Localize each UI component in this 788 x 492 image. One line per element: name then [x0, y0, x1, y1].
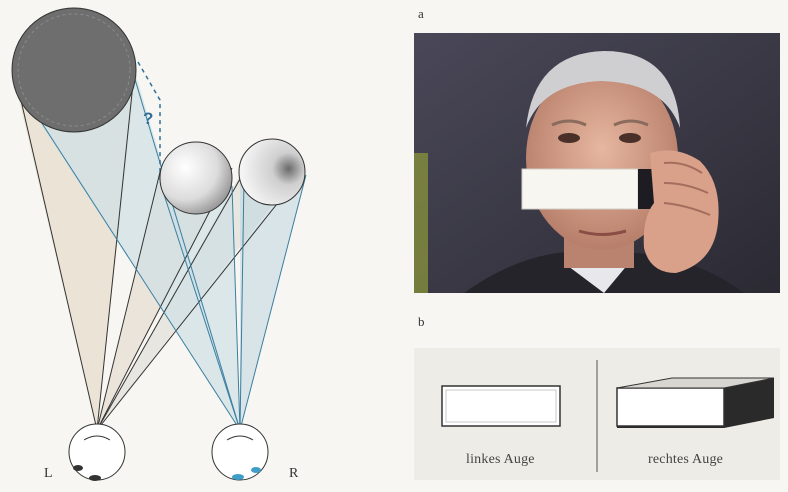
question-mark: ?	[143, 109, 153, 128]
right-eye-label: R	[289, 466, 299, 481]
left-eye-label: L	[44, 466, 53, 481]
right-eye	[211, 423, 269, 481]
dashed-depth-line	[137, 61, 161, 180]
small-sphere-left	[159, 141, 233, 215]
left-eye	[68, 423, 126, 481]
large-distant-sphere	[11, 7, 137, 133]
photo-illustration	[414, 33, 780, 293]
left-right-eye-view-panel: linkes Auge rechtes Auge	[414, 348, 780, 480]
small-sphere-right	[238, 138, 306, 206]
left-eye-card-view	[441, 385, 561, 427]
photo-man-holding-card	[414, 33, 780, 293]
panel-a-label: a	[418, 6, 424, 21]
sphere-rim	[17, 13, 131, 127]
right-eye-caption: rechtes Auge	[648, 452, 724, 467]
right-eye-card-view	[616, 387, 725, 427]
panel-b-label: b	[418, 314, 425, 329]
stereo-vision-diagram: ?	[11, 7, 307, 481]
card-views	[441, 360, 775, 472]
left-eye-caption: linkes Auge	[466, 452, 535, 467]
